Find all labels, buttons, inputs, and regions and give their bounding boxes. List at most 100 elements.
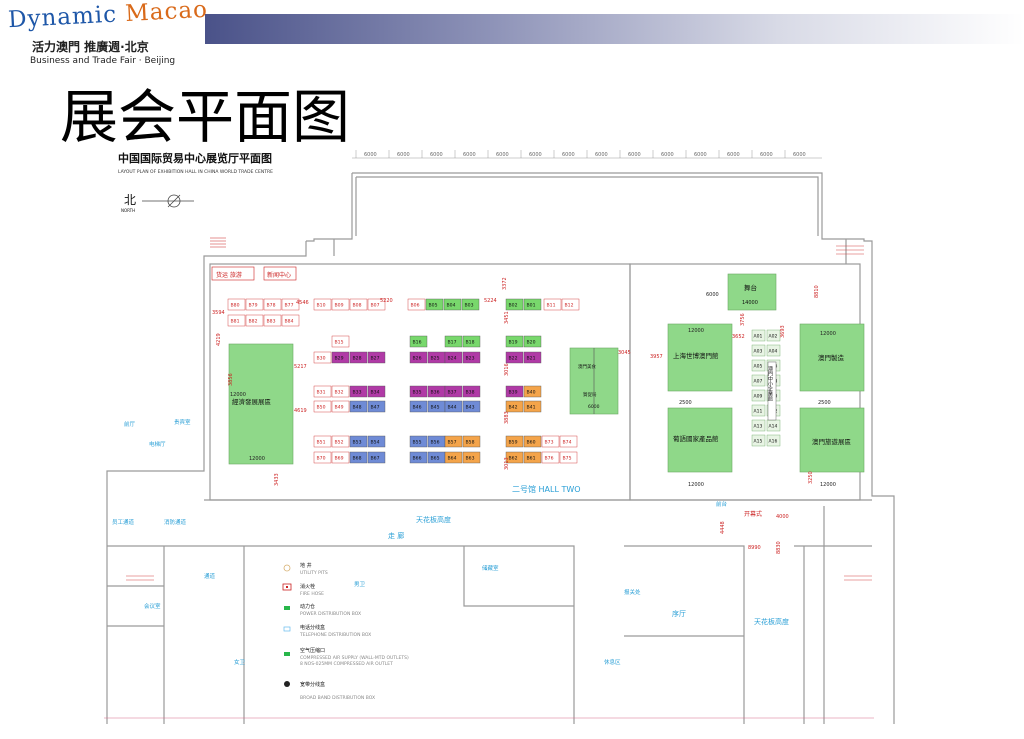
booth-b47: B47 xyxy=(367,400,386,413)
a-booth-label: A02 xyxy=(769,334,778,340)
brand-english: Business and Trade Fair · Beijing xyxy=(30,56,176,66)
booth-b60: B60 xyxy=(523,435,542,448)
booth-cell xyxy=(331,298,350,311)
booth-label: B36 xyxy=(431,390,440,396)
booth-label: B09 xyxy=(335,303,344,309)
a-booth-label: A03 xyxy=(754,349,763,355)
booth-b43: B43 xyxy=(462,400,481,413)
legend-utility-cn: 地 井 xyxy=(300,562,312,569)
north-label-cn: 北 xyxy=(124,193,136,207)
booth-cell xyxy=(444,451,463,464)
booth-b24: B24 xyxy=(444,351,463,364)
a-booth-label: A14 xyxy=(769,424,778,430)
dimension-label: 6000 xyxy=(727,152,740,158)
brand-wordmark: Dynamic Macao xyxy=(7,0,209,34)
booth-label: B57 xyxy=(448,440,457,446)
legend-air-en1: COMPRESSED AIR SUPPLY (WALL-MTD OUTLETS) xyxy=(300,655,409,661)
booth-label: B61 xyxy=(527,456,536,462)
marker-3045: 3045 xyxy=(618,350,631,356)
stage xyxy=(727,273,777,311)
booth-a04: A04 xyxy=(766,344,781,357)
marker-4546: 4546 xyxy=(296,300,309,306)
booth-a02: A02 xyxy=(766,329,781,342)
ceiling-label-left: 天花板高度 xyxy=(416,515,451,524)
center-bottom-label: 貿促局 xyxy=(583,391,597,398)
booth-label: B39 xyxy=(509,390,518,396)
booth-cell xyxy=(523,335,542,348)
booth-label: B63 xyxy=(466,456,475,462)
economic-dim-side: 12000 xyxy=(230,392,246,398)
marker-3856: 3856 xyxy=(228,373,234,386)
booth-a16: A16 xyxy=(766,434,781,447)
booth-b06: B06 xyxy=(407,298,426,311)
booth-label: B35 xyxy=(413,390,422,396)
news-label: 新闻中心 xyxy=(267,271,291,279)
booth-label: B78 xyxy=(267,303,276,309)
a-booth-label: A01 xyxy=(754,334,763,340)
marker-4219: 4219 xyxy=(216,333,222,346)
booth-label: B50 xyxy=(317,405,326,411)
macau-made-label: 澳門製造 xyxy=(818,353,845,362)
booth-b57: B57 xyxy=(444,435,463,448)
macau-tourism-label: 澳門旅遊展區 xyxy=(812,437,852,446)
booth-label: B29 xyxy=(335,356,344,362)
booth-label: B37 xyxy=(448,390,457,396)
stair-hatches xyxy=(126,237,872,581)
booth-cell xyxy=(367,435,386,448)
booth-cell xyxy=(331,385,350,398)
booth-label: B75 xyxy=(563,456,572,462)
a-booth-label: A07 xyxy=(754,379,763,385)
booth-label: B53 xyxy=(353,440,362,446)
utility-pit-icon xyxy=(283,564,291,572)
booth-cell xyxy=(263,314,282,327)
a-booth-label: A05 xyxy=(754,364,763,370)
room-label: 前台 xyxy=(716,500,728,508)
booth-label: B83 xyxy=(267,319,276,325)
booth-b82: B82 xyxy=(245,314,264,327)
booth-b34: B34 xyxy=(367,385,386,398)
legend-broadband-en: BROAD BAND DISTRIBUTION BOX xyxy=(300,695,375,701)
booth-b58: B58 xyxy=(462,435,481,448)
booth-b81: B81 xyxy=(227,314,246,327)
booth-b45: B45 xyxy=(427,400,446,413)
a-booth-label: A04 xyxy=(769,349,778,355)
booth-cell xyxy=(523,400,542,413)
booth-cell xyxy=(541,435,560,448)
booth-label: B45 xyxy=(431,405,440,411)
room-label: 贵宾室 xyxy=(174,418,191,426)
booth-label: B82 xyxy=(249,319,258,325)
header-gradient-bar xyxy=(205,14,1024,44)
booth-b44: B44 xyxy=(444,400,463,413)
booth-label: B54 xyxy=(371,440,380,446)
booth-label: B42 xyxy=(509,405,518,411)
booth-a01: A01 xyxy=(751,329,766,342)
opening-label: 开幕式 xyxy=(744,510,762,518)
booth-cell xyxy=(444,351,463,364)
booth-cell xyxy=(349,385,368,398)
dimension-label: 6000 xyxy=(364,152,377,158)
booth-b64: B64 xyxy=(444,451,463,464)
a-booth-cell xyxy=(751,389,766,402)
freight-box xyxy=(211,266,255,281)
booth-label: B31 xyxy=(317,390,326,396)
room-label: 报关处 xyxy=(624,588,641,596)
booth-b73: B73 xyxy=(541,435,560,448)
booth-cell xyxy=(263,298,282,311)
legend-power-en: POWER DISTRIBUTION BOX xyxy=(300,611,361,617)
booth-label: B34 xyxy=(371,390,380,396)
expo-world-pavilion xyxy=(667,323,733,392)
booth-label: B07 xyxy=(371,303,380,309)
booth-b33: B33 xyxy=(349,385,368,398)
compressed-air-icon xyxy=(284,652,290,656)
booth-label: B55 xyxy=(413,440,422,446)
booth-b38: B38 xyxy=(462,385,481,398)
booth-label: B74 xyxy=(563,440,572,446)
booth-b07: B07 xyxy=(367,298,386,311)
booth-b68: B68 xyxy=(349,451,368,464)
macau-tourism-dim: 12000 xyxy=(820,482,836,488)
booth-cell xyxy=(331,335,350,348)
booth-b56: B56 xyxy=(427,435,446,448)
booth-b37: B37 xyxy=(444,385,463,398)
booth-label: B32 xyxy=(335,390,344,396)
